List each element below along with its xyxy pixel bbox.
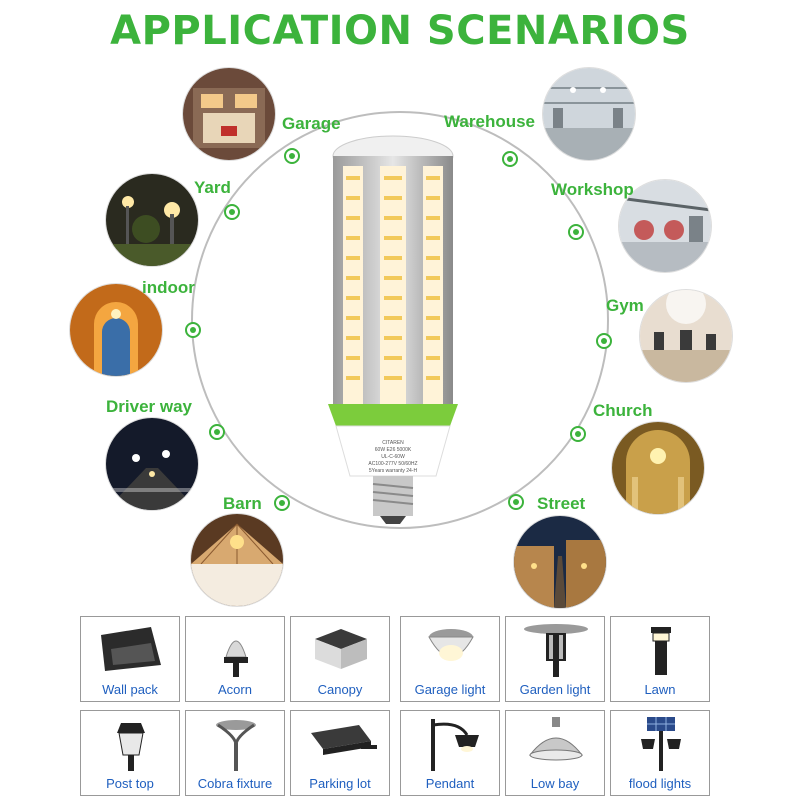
bulb-spec-line-1: CITAREN bbox=[382, 440, 404, 446]
fixture-post-top: Post top bbox=[80, 710, 180, 796]
led-corn-bulb: CITAREN 60W E26 5000K UL-C-60W AC100-277… bbox=[328, 135, 458, 524]
fixture-garage-light: Garage light bbox=[400, 616, 500, 702]
scenario-label-yard: Yard bbox=[194, 178, 231, 197]
gym-photo bbox=[640, 290, 732, 382]
church-photo bbox=[612, 422, 704, 514]
bulb-spec-line-3: UL-C-60W bbox=[381, 454, 405, 460]
scenario-label-church: Church bbox=[593, 401, 653, 420]
fixture-wall-pack: Wall pack bbox=[80, 616, 180, 702]
bulb-spec-line-5: 5Years warranty 24-H bbox=[369, 468, 418, 474]
fixture-label: Lawn bbox=[644, 682, 676, 697]
fixture-lawn: Lawn bbox=[610, 616, 710, 702]
fixture-label: Canopy bbox=[317, 682, 363, 697]
scenario-dot-driver-way bbox=[209, 424, 225, 440]
fixture-label: Parking lot bbox=[309, 776, 371, 791]
scenario-dot-workshop bbox=[568, 224, 584, 240]
bulb-spec-line-2: 60W E26 5000K bbox=[375, 447, 412, 453]
scenario-dot-warehouse bbox=[502, 151, 518, 167]
scenario-dot-yard bbox=[224, 204, 240, 220]
fixture-pendant: Pendant bbox=[400, 710, 500, 796]
fixture-parking-lot: Parking lot bbox=[290, 710, 390, 796]
scenario-label-street: Street bbox=[537, 494, 586, 513]
garage-photo bbox=[183, 68, 275, 160]
yard-photo bbox=[106, 174, 198, 266]
warehouse-photo bbox=[543, 68, 635, 160]
scenario-dot-gym bbox=[596, 333, 612, 349]
parking-lot-icon bbox=[311, 725, 377, 755]
driver-way-photo bbox=[106, 418, 198, 510]
fixture-garden-light: Garden light bbox=[505, 616, 605, 702]
canopy-icon bbox=[315, 629, 367, 669]
low-bay-icon bbox=[528, 717, 584, 761]
fixture-label: Garage light bbox=[414, 682, 486, 697]
fixture-label: Garden light bbox=[519, 682, 591, 697]
indoor-photo bbox=[70, 284, 162, 376]
post-top-icon bbox=[117, 723, 145, 771]
scenario-dot-barn bbox=[274, 495, 290, 511]
fixture-label: Acorn bbox=[218, 682, 252, 697]
street-photo bbox=[514, 516, 606, 608]
scenario-label-garage: Garage bbox=[282, 114, 341, 133]
fixture-canopy: Canopy bbox=[290, 616, 390, 702]
scenario-label-workshop: Workshop bbox=[551, 180, 634, 199]
fixture-label: Wall pack bbox=[102, 682, 158, 697]
barn-photo bbox=[191, 514, 283, 606]
scenario-label-gym: Gym bbox=[606, 296, 644, 315]
pendant-icon bbox=[431, 719, 479, 771]
fixture-label: Cobra fixture bbox=[197, 776, 273, 791]
scenario-dot-street bbox=[508, 494, 524, 510]
acorn-icon bbox=[224, 640, 248, 677]
fixture-label: Pendant bbox=[425, 776, 475, 791]
fixture-label: Post top bbox=[106, 776, 154, 791]
scenario-label-indoor: indoor bbox=[142, 278, 195, 297]
scenario-label-barn: Barn bbox=[223, 494, 262, 513]
fixture-cobra: Cobra fixture bbox=[185, 710, 285, 796]
flood-lights-icon bbox=[641, 717, 681, 771]
scenario-label-driver-way: Driver way bbox=[106, 397, 192, 416]
scenario-dot-indoor bbox=[185, 322, 201, 338]
page-title: APPLICATION SCENARIOS bbox=[110, 8, 690, 54]
fixture-flood-lights: flood lights bbox=[610, 710, 710, 796]
fixture-acorn: Acorn bbox=[185, 616, 285, 702]
fixture-low-bay: Low bay bbox=[505, 710, 605, 796]
wall-pack-icon bbox=[101, 627, 161, 671]
garden-light-icon bbox=[524, 624, 588, 677]
cobra-fixture-icon bbox=[216, 720, 256, 771]
scenario-label-warehouse: Warehouse bbox=[444, 112, 536, 131]
scenario-dot-church bbox=[570, 426, 586, 442]
garage-light-icon bbox=[428, 629, 474, 661]
bulb-spec-line-4: AC100-277V 50/60HZ bbox=[368, 461, 417, 467]
fixture-label: Low bay bbox=[530, 776, 580, 791]
fixture-label: flood lights bbox=[628, 776, 692, 791]
scenario-dot-garage bbox=[284, 148, 300, 164]
lawn-icon bbox=[651, 627, 671, 675]
